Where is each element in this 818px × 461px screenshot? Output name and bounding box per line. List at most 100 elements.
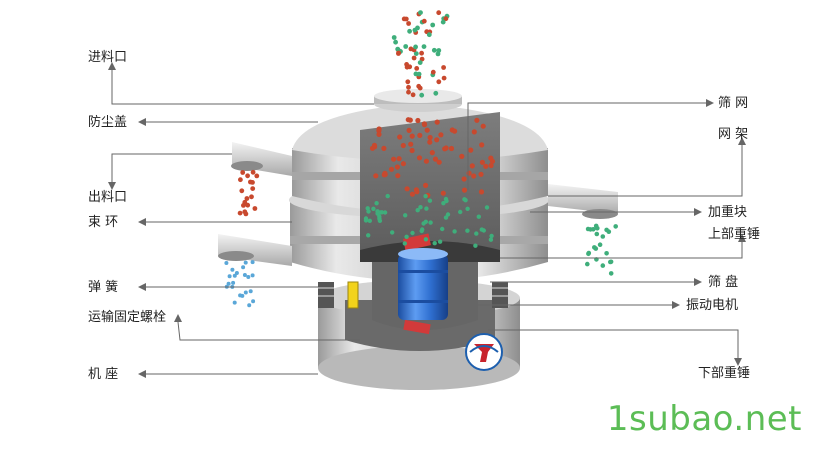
particle [438, 132, 444, 138]
particle [586, 251, 591, 257]
particle [448, 145, 455, 152]
particle [478, 171, 484, 177]
particle [585, 261, 590, 267]
particle [393, 39, 398, 45]
particle [480, 123, 486, 129]
particle [250, 180, 255, 185]
particle [427, 134, 433, 141]
particle [224, 261, 229, 265]
particle [608, 259, 614, 265]
particle [421, 44, 427, 49]
particle [436, 48, 442, 53]
particle [415, 117, 421, 124]
particle [241, 265, 246, 270]
particle [407, 28, 412, 34]
particle [406, 84, 411, 90]
particle [245, 173, 251, 179]
particle [239, 188, 245, 194]
particle [423, 237, 429, 242]
particle [414, 66, 420, 71]
particle [474, 117, 480, 123]
particle [245, 202, 251, 208]
particle [421, 221, 426, 226]
particle [238, 177, 243, 183]
particle [247, 303, 252, 308]
particle [434, 119, 440, 125]
particle [419, 56, 425, 62]
label-base: 机 座 [88, 367, 119, 382]
particle [252, 206, 258, 211]
particle [230, 267, 235, 272]
particle [452, 128, 458, 134]
particle [240, 293, 245, 298]
particle [418, 10, 423, 16]
particle [488, 155, 494, 161]
particle [478, 189, 485, 195]
particle [390, 230, 395, 235]
particle [440, 190, 446, 196]
particle [246, 275, 251, 279]
brand-logo [465, 333, 503, 371]
particle [481, 228, 486, 233]
particle [471, 129, 477, 135]
particle [423, 194, 428, 199]
particle [378, 210, 383, 215]
particle [242, 273, 247, 277]
particle [604, 251, 609, 256]
particle [417, 60, 423, 65]
particle [396, 50, 402, 56]
particle [443, 145, 449, 151]
particle [227, 274, 232, 279]
particle [463, 198, 468, 203]
particle [465, 206, 470, 211]
leader-arrowheads [108, 62, 746, 378]
particle [471, 173, 477, 179]
particle [429, 150, 435, 156]
particle [391, 156, 397, 162]
particle [432, 241, 437, 246]
particle [248, 289, 253, 294]
particle [403, 213, 408, 218]
particle [465, 228, 470, 233]
particle [385, 193, 390, 199]
particle [250, 260, 255, 265]
particle [377, 216, 382, 221]
particle [421, 18, 427, 24]
particle [476, 214, 481, 219]
particle [416, 155, 423, 161]
particle [242, 199, 248, 205]
particle [413, 187, 419, 193]
particle [250, 186, 256, 192]
particle [415, 208, 420, 213]
particle [237, 210, 243, 216]
particle [243, 290, 248, 295]
particle [413, 51, 419, 56]
particle [405, 79, 411, 85]
particle [604, 227, 609, 233]
particle [376, 131, 382, 137]
particle [434, 137, 440, 143]
particle [419, 92, 425, 98]
label-spring: 弹 簧 [88, 280, 119, 295]
particle [613, 224, 618, 229]
particle [433, 90, 439, 96]
particle [400, 161, 406, 167]
particle [403, 16, 409, 22]
springs [318, 281, 508, 309]
particle [395, 173, 401, 179]
particle [459, 153, 465, 159]
particle [404, 186, 410, 192]
particle [367, 218, 372, 223]
particle [479, 142, 485, 148]
particle [406, 89, 411, 95]
particle [424, 206, 429, 211]
particle [250, 273, 255, 278]
particle [243, 211, 249, 217]
particle [443, 215, 449, 220]
particle [394, 164, 400, 170]
vibration-motor [398, 233, 448, 335]
particle [240, 170, 246, 175]
particle [366, 233, 371, 238]
particle [428, 220, 433, 225]
particle [409, 133, 415, 139]
